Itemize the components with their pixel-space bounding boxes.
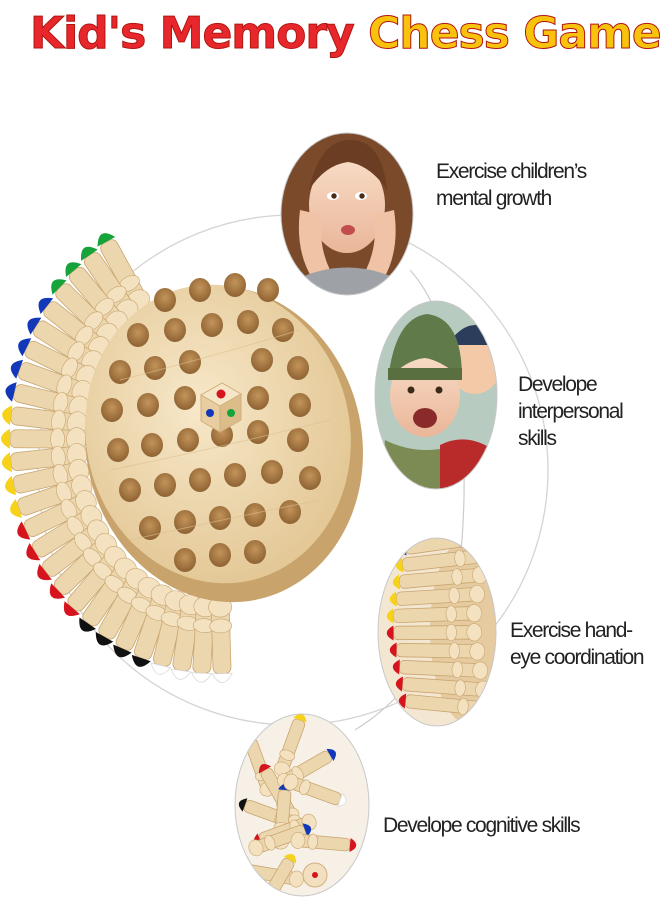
board-hole [164, 318, 186, 342]
board-hole [261, 460, 283, 484]
board-hole [201, 313, 223, 337]
board-hole [224, 273, 246, 297]
board-hole [139, 516, 161, 540]
peg [131, 584, 175, 667]
peg [81, 246, 139, 322]
peg [17, 490, 97, 540]
board-hole [174, 386, 196, 410]
peg [5, 382, 90, 420]
board-hole [189, 278, 211, 302]
photo-pegs-scattered [234, 713, 370, 897]
board-hole [137, 393, 159, 417]
board-hole [247, 386, 269, 410]
peg [273, 714, 307, 777]
board-hole [237, 310, 259, 334]
peg [392, 659, 488, 680]
peg-fan [1, 233, 233, 683]
page-title: Kid's Memory Chess Game [30, 4, 660, 64]
peg [10, 359, 93, 404]
peg [65, 262, 128, 333]
peg [290, 832, 357, 852]
board-hole [101, 398, 123, 422]
board-hole [189, 468, 211, 492]
board-hole [154, 473, 176, 497]
board-hole [174, 510, 196, 534]
feature-interpersonal-line1: Develope [518, 373, 598, 396]
board-hole [141, 433, 163, 457]
board-hole [244, 540, 266, 564]
board-hole [287, 428, 309, 452]
board-hole [119, 478, 141, 502]
board-hole [272, 318, 294, 342]
board-hole [154, 288, 176, 312]
photo-girl-surprised [280, 132, 414, 296]
dice-icon [199, 382, 243, 433]
board-hole [174, 548, 196, 572]
peg [26, 505, 103, 561]
board-hole [247, 420, 269, 444]
peg [248, 823, 312, 857]
peg [386, 623, 483, 642]
title-part-2: Chess Game [368, 8, 660, 60]
board-hole [177, 428, 199, 452]
peg [37, 519, 110, 581]
board-hole [107, 438, 129, 462]
board-hole [144, 356, 166, 380]
photo-pegs-closeup [377, 537, 497, 727]
feature-caption-coordination: Exercise hand-eye coordination [510, 617, 650, 671]
peg [1, 427, 87, 452]
board-hole [299, 466, 321, 490]
board-hole [251, 348, 273, 372]
board-hole [244, 503, 266, 527]
peg [2, 405, 88, 436]
board-hole [289, 393, 311, 417]
board-hole [109, 360, 131, 384]
feature-caption-interpersonal: Develope interpersonal skills [518, 371, 658, 452]
feature-cognitive-line1: Develope cognitive skills [383, 814, 581, 837]
title-part-1: Kid's Memory [30, 8, 356, 60]
peg [386, 604, 483, 624]
board-hole [209, 506, 231, 530]
feature-coordination-line2: eye coordination [510, 646, 645, 669]
peg [208, 596, 233, 683]
board-hole [127, 323, 149, 347]
feature-mental-line2: mental growth [436, 187, 552, 210]
feature-caption-cognitive: Develope cognitive skills [383, 812, 643, 839]
board-holes [101, 273, 321, 572]
board-hole [257, 278, 279, 302]
peg [283, 773, 347, 808]
photo-kids-laughing [374, 300, 498, 490]
board-hole [209, 543, 231, 567]
board-hole [224, 463, 246, 487]
peg [389, 585, 485, 607]
board-hole [279, 500, 301, 524]
feature-mental-line1: Exercise children’s [436, 160, 587, 183]
feature-caption-mental: Exercise children’s mental growth [436, 158, 636, 212]
feature-interpersonal-line2: interpersonal skills [518, 400, 624, 450]
peg [389, 642, 486, 661]
feature-coordination-line1: Exercise hand- [510, 619, 633, 642]
chess-board [85, 273, 363, 603]
board-hole [287, 356, 309, 380]
